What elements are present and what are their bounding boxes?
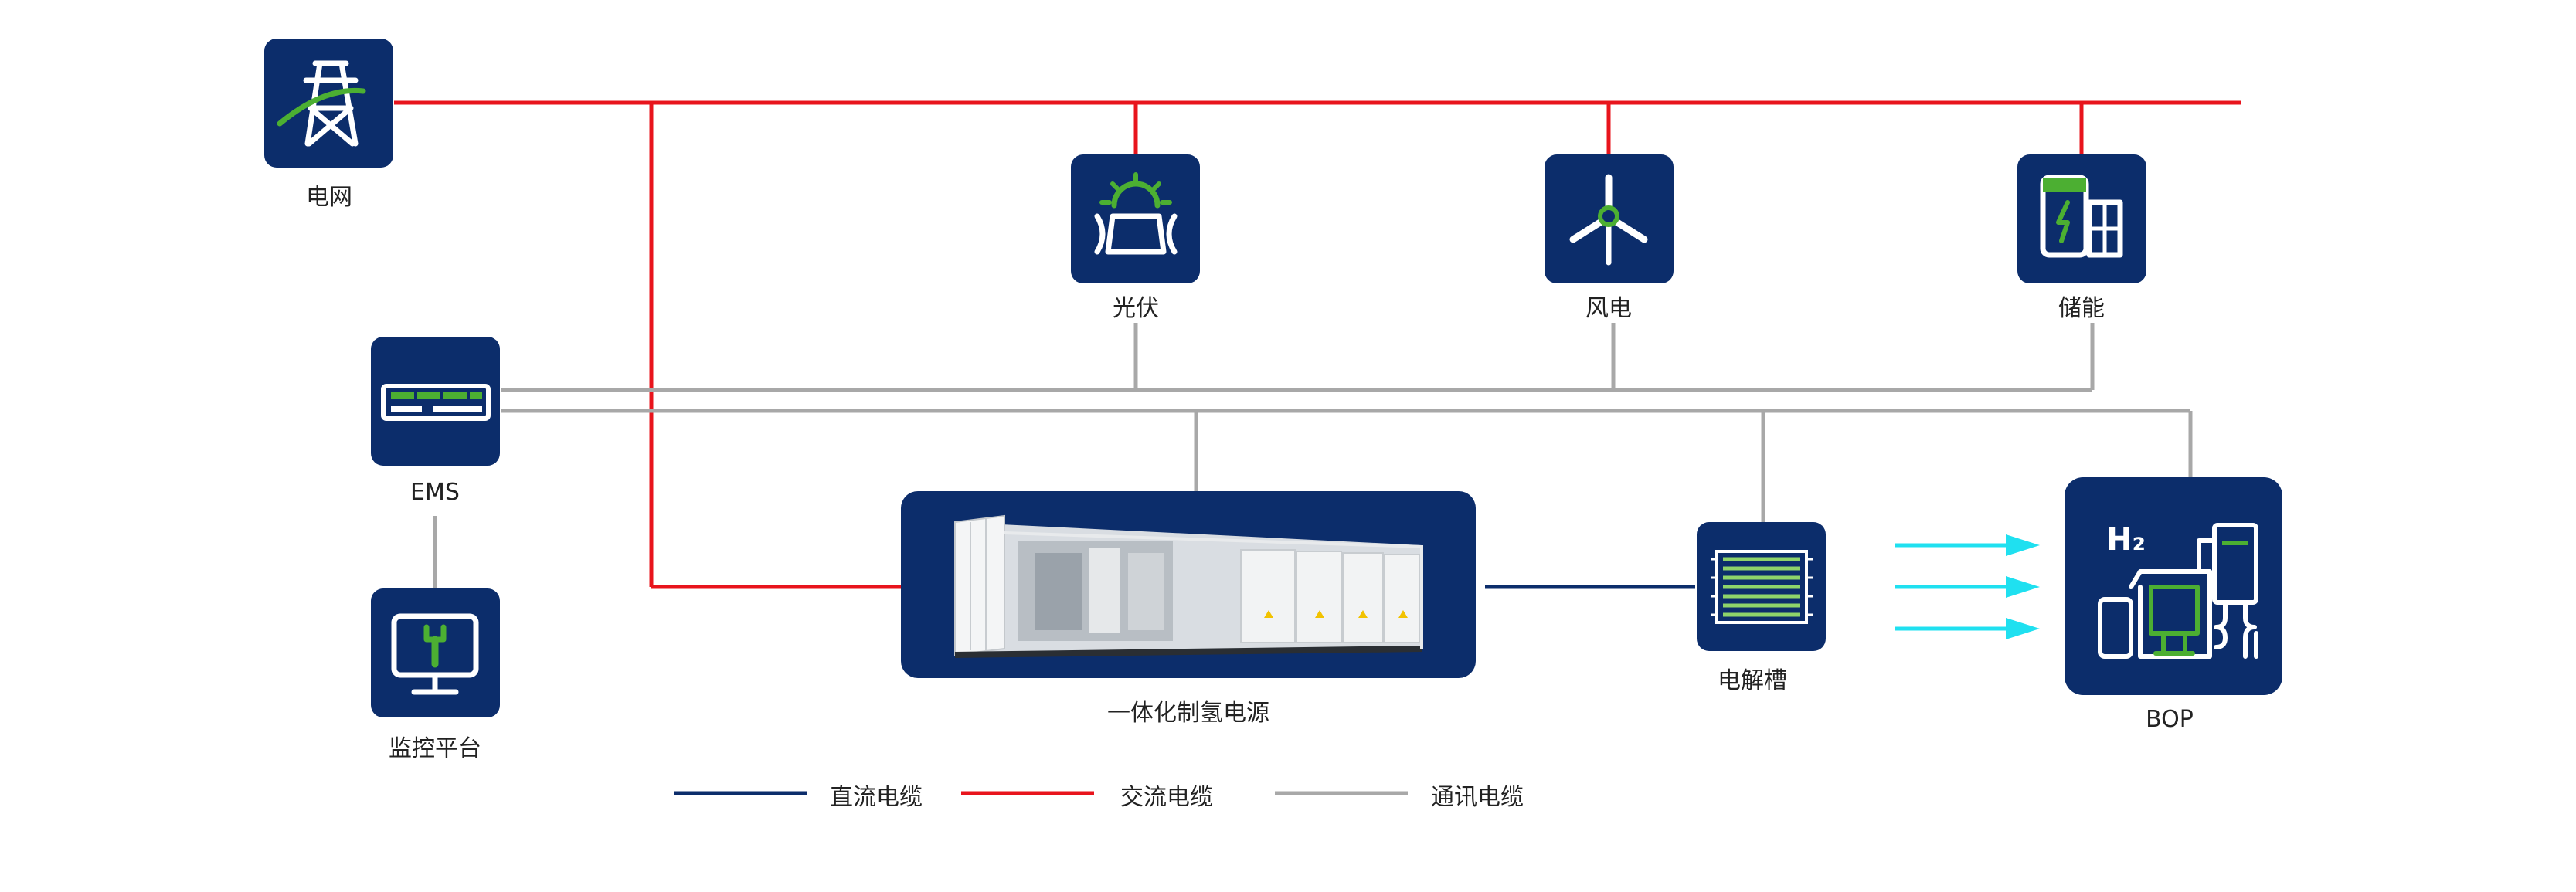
monitor-node[interactable] [371,588,500,717]
wind-label: 风电 [1585,295,1632,322]
electrolyzer-stack-icon [1711,550,1813,624]
power-supply-node[interactable] [901,491,1476,678]
flow-arrow [1895,618,2040,639]
ac-cables [394,100,2241,589]
wind-node[interactable] [1545,154,1674,283]
grid-node[interactable] [264,39,393,168]
storage-node[interactable] [2017,154,2146,283]
battery-storage-icon [2040,175,2123,258]
pv-label: 光伏 [1113,295,1159,322]
legend-ac-label: 交流电缆 [1120,784,1213,811]
electrolyzer-node[interactable] [1697,522,1826,651]
grid-box [264,39,393,168]
power-supply-label: 一体化制氢电源 [1107,700,1269,727]
bop-plant-icon [2098,523,2258,659]
h2-label: H₂ [2106,522,2146,558]
solar-panel-icon [1094,172,1178,255]
storage-box [2017,154,2146,283]
flow-arrow [1895,576,2040,598]
monitor-wrench-icon [391,613,479,695]
electrolyzer-label: 电解槽 [1718,667,1787,694]
container-equipment-icon [954,514,1423,658]
monitor-label: 监控平台 [389,735,481,762]
ems-box [371,337,500,466]
transmission-tower-icon [277,60,366,147]
wind-turbine-icon [1569,174,1648,266]
bop-label: BOP [2146,706,2194,733]
comm-cables [433,323,2193,588]
flow-arrows [1895,534,2040,639]
storage-label: 储能 [2058,295,2105,322]
ems-node[interactable] [371,337,500,466]
pv-node[interactable] [1071,154,1200,283]
legend-dc-label: 直流电缆 [830,784,923,811]
legend-comm-label: 通讯电缆 [1431,784,1524,811]
ems-rack-icon [381,384,491,421]
ems-label: EMS [410,479,460,506]
flow-arrow [1895,534,2040,556]
bop-node[interactable]: H₂ [2065,477,2282,695]
grid-label: 电网 [306,184,352,211]
